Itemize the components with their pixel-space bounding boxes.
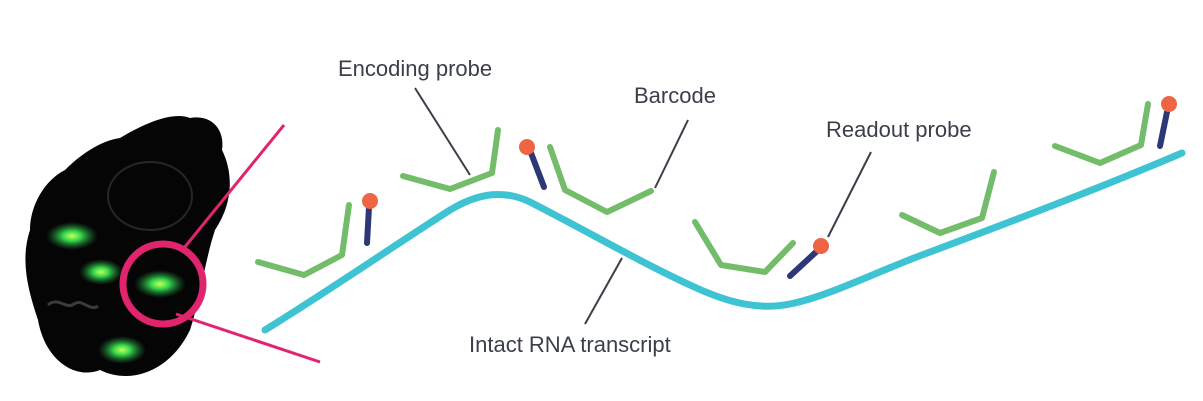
leader-barcode [654, 119, 689, 189]
label-transcript: Intact RNA transcript [469, 332, 671, 357]
cell-body [25, 116, 230, 377]
fluorescent-spot [79, 259, 123, 285]
zoom-line-bottom [175, 312, 321, 364]
zoom-line-top [182, 124, 286, 249]
encoding-probe [1052, 101, 1151, 166]
leader-readout-probe [827, 151, 872, 238]
leader-lines [414, 87, 872, 325]
readout-probe [519, 139, 547, 190]
encoding-probe [547, 144, 654, 215]
label-barcode: Barcode [634, 83, 716, 108]
encoding-probe [692, 219, 796, 275]
fluorescent-spot [98, 336, 146, 364]
readout-probe [1157, 96, 1177, 149]
encoding-probe [255, 202, 352, 278]
highlight-circle [119, 240, 207, 328]
encoding-probe [400, 127, 501, 192]
cell-nucleus-outline [107, 161, 193, 231]
readout-probe [787, 238, 829, 279]
label-readout-probe: Readout probe [826, 117, 972, 142]
cell-micrograph [25, 116, 230, 377]
label-encoding-probe: Encoding probe [338, 56, 492, 81]
readout-probe [362, 193, 378, 246]
rna-transcript [261, 149, 1186, 334]
encoding-probe [899, 169, 997, 236]
fluorescent-spots [46, 222, 186, 364]
fluorescent-spot [134, 270, 186, 298]
cell-faint-structure [46, 300, 99, 309]
leader-transcript [584, 257, 623, 325]
leader-encoding-probe [414, 87, 471, 176]
encoding-probes [255, 101, 1151, 278]
readout-probes [362, 96, 1177, 279]
fluorescent-spot [46, 222, 98, 250]
